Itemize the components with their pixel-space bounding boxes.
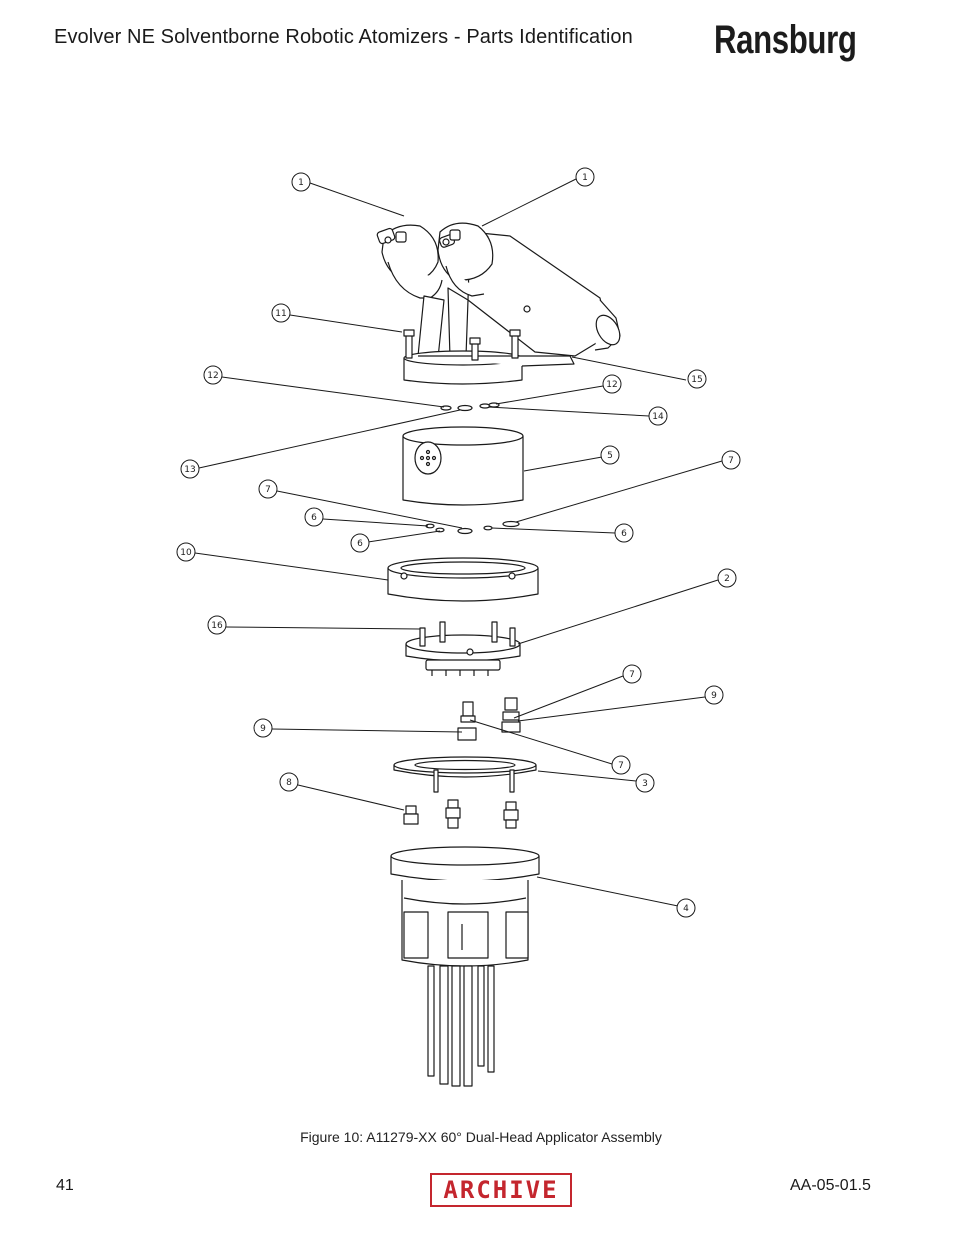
callout-2: 2 [717, 568, 737, 588]
callout-label: 7 [265, 485, 271, 495]
plate-assembly [405, 621, 521, 676]
callout-label: 5 [607, 451, 613, 461]
brand-logo: Ransburg [714, 18, 857, 62]
callout-label: 7 [728, 456, 734, 466]
callout-1: 1 [575, 167, 595, 187]
archive-stamp: ARCHIVE [430, 1173, 572, 1207]
callout-16: 16 [207, 615, 227, 635]
page-title: Evolver NE Solventborne Robotic Atomizer… [54, 26, 633, 48]
callout-6: 6 [350, 533, 370, 553]
callout-label: 8 [286, 778, 292, 788]
callout-label: 16 [211, 621, 223, 631]
fittings [457, 697, 521, 741]
atomizer-head-assembly [376, 222, 621, 385]
callout-label: 1 [298, 178, 304, 188]
callout-label: 2 [724, 574, 730, 584]
callout-1: 1 [291, 172, 311, 192]
callout-4: 4 [676, 898, 696, 918]
screws [403, 799, 519, 829]
callout-5: 5 [600, 445, 620, 465]
callout-7: 7 [258, 479, 278, 499]
ring-10 [387, 557, 539, 602]
callout-6: 6 [614, 523, 634, 543]
callout-label: 12 [606, 380, 617, 390]
callout-label: 14 [652, 412, 664, 422]
callout-9: 9 [253, 718, 273, 738]
base-housing [390, 846, 540, 1087]
page-number: 41 [56, 1177, 74, 1194]
callout-label: 4 [683, 904, 689, 914]
callout-8: 8 [279, 772, 299, 792]
callout-7: 7 [611, 755, 631, 775]
callout-7: 7 [721, 450, 741, 470]
callout-label: 6 [311, 513, 317, 523]
callout-label: 1 [582, 173, 588, 183]
callout-label: 7 [629, 670, 635, 680]
callout-14: 14 [648, 406, 668, 426]
callout-label: 10 [180, 548, 192, 558]
callout-label: 15 [691, 375, 702, 385]
callout-10: 10 [176, 542, 196, 562]
callout-11: 11 [271, 303, 291, 323]
manifold-block [402, 426, 524, 506]
callout-3: 3 [635, 773, 655, 793]
callout-12: 12 [602, 374, 622, 394]
callout-12: 12 [203, 365, 223, 385]
callout-label: 6 [621, 529, 627, 539]
callout-label: 6 [357, 539, 363, 549]
callout-label: 12 [207, 371, 218, 381]
callout-15: 15 [687, 369, 707, 389]
flat-ring [393, 756, 537, 793]
callout-7: 7 [622, 664, 642, 684]
callout-label: 13 [184, 465, 195, 475]
callout-9: 9 [704, 685, 724, 705]
callout-label: 3 [642, 779, 648, 789]
figure-caption: Figure 10: A11279-XX 60° Dual-Head Appli… [300, 1129, 662, 1145]
callout-label: 11 [275, 309, 286, 319]
callout-13: 13 [180, 459, 200, 479]
document-code: AA-05-01.5 [790, 1177, 871, 1194]
callout-label: 9 [260, 724, 266, 734]
callout-6: 6 [304, 507, 324, 527]
callout-label: 9 [711, 691, 717, 701]
callout-label: 7 [618, 761, 624, 771]
